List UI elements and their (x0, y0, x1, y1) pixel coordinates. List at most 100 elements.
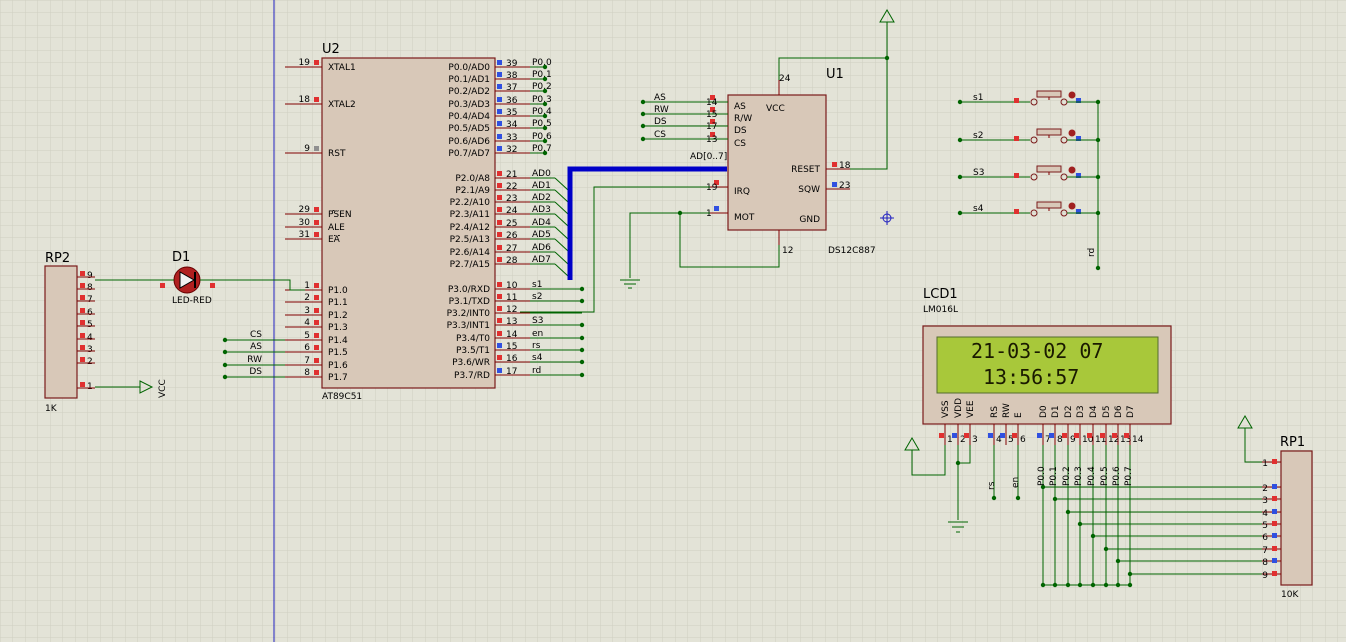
u2-net-label-ad3: AD3 (532, 205, 551, 215)
switch-rd-label: rd (1087, 248, 1097, 257)
lcd-net-p0-4: P0.4 (1087, 466, 1097, 486)
u1-net-label-cs: CS (654, 130, 666, 140)
u2-pin-xtal2: XTAL2 (328, 100, 356, 110)
lcd-pin-num-12: 12 (1108, 435, 1119, 445)
lcd-line-2: 13:56:57 (983, 365, 1079, 389)
lcd-pin-rw: RW (1002, 403, 1012, 418)
rp1-pin-8: 8 (1262, 558, 1268, 568)
cursor-marker (880, 211, 894, 225)
u2-net-label-s4: s4 (532, 353, 543, 363)
u1-pin-rw: R/W (734, 114, 752, 124)
u1-pin-gnd: GND (799, 215, 820, 225)
u2-pin-p22a10: P2.2/A10 (450, 198, 491, 208)
u2-pin-p27a15: P2.7/A15 (450, 260, 490, 270)
lcd-pin-num-14: 14 (1132, 435, 1144, 445)
u1-pin-irq: IRQ (734, 187, 750, 197)
rp1-pin-9: 9 (1262, 571, 1268, 581)
u2-body[interactable] (321, 57, 496, 389)
lcd-pin-vdd: VDD (954, 398, 964, 418)
u2-pin-num-16: 16 (506, 354, 518, 364)
switch-s4[interactable]: s4 (957, 201, 1101, 217)
lcd1-display[interactable]: LCD1 LM016L 21-03-02 07 13:56:57 1VSS2VD… (904, 287, 1262, 588)
rp2-pin-4: 4 (87, 333, 93, 343)
lcd-pin-rs: RS (990, 406, 1000, 418)
u2-pin-num-31: 31 (299, 230, 310, 240)
lcd-part: LM016L (923, 305, 958, 315)
rp2-body[interactable] (44, 265, 78, 399)
u2-pin-p12: P1.2 (328, 311, 348, 321)
lcd-pin-num-4: 4 (996, 435, 1002, 445)
u2-pin-p23a11: P2.3/A11 (450, 210, 490, 220)
u2-pin-p30rxd: P3.0/RXD (448, 285, 490, 295)
lcd-net-p0-7: P0.7 (1124, 466, 1134, 486)
lcd-pin-vss: VSS (941, 400, 951, 418)
u1-net-label-as: AS (654, 93, 666, 103)
u2-net-label-p07: P0.7 (532, 144, 552, 154)
u2-pin-num-38: 38 (506, 71, 518, 81)
u2-pin-num-13: 13 (506, 317, 517, 327)
lcd-pin-d6: D6 (1114, 405, 1124, 418)
switch-s2[interactable]: s2 (957, 128, 1101, 144)
u1-pin-num-1: 1 (706, 209, 712, 219)
u2-pin-num-33: 33 (506, 133, 517, 143)
switch-label-s4: s4 (973, 204, 984, 214)
rp2-ref: RP2 (45, 251, 70, 266)
u2-pin-num-39: 39 (506, 59, 518, 69)
u2-net-label-p02: P0.2 (532, 82, 552, 92)
u2-pin-num-25: 25 (506, 219, 517, 229)
u2-pin-num-28: 28 (506, 256, 518, 266)
switch-s3[interactable]: S3 (957, 165, 1101, 181)
u2-pin-p01ad1: P0.1/AD1 (448, 75, 490, 85)
u2-p1-net-rw: RW (247, 355, 262, 365)
u2-net-label-en: en (532, 329, 543, 339)
d1-led[interactable]: D1 LED-RED (95, 250, 305, 306)
u2-pin-p26a14: P2.6/A14 (450, 248, 491, 258)
ad-bus[interactable] (567, 166, 727, 280)
u2-pin-num-5: 5 (304, 331, 310, 341)
u1-body[interactable] (727, 94, 827, 231)
u1-pin-as: AS (734, 102, 746, 112)
u1-pin-num-12: 12 (782, 246, 793, 256)
u2-net-label-s2: s2 (532, 292, 542, 302)
u2-net-label-p04: P0.4 (532, 107, 552, 117)
lcd-pin-num-1: 1 (947, 435, 953, 445)
u1-pin-num-17: 17 (706, 122, 717, 132)
u1-pin-num-13: 13 (706, 135, 717, 145)
u2-pin-p33int1: P3.3/INT1 (447, 321, 490, 331)
u2-net-label-ad2: AD2 (532, 193, 551, 203)
u2-pin-num-2: 2 (304, 293, 310, 303)
u1-net-label-ds: DS (654, 117, 667, 127)
u1-pin-reset: RESET (791, 165, 820, 175)
lcd-net-p0-2: P0.2 (1062, 466, 1072, 486)
u2-net-label-ad7: AD7 (532, 255, 551, 265)
u2-pin-num-29: 29 (299, 205, 311, 215)
u2-pin-p37rd: P3.7/RD (454, 371, 490, 381)
u2-p1-net-as: AS (250, 342, 262, 352)
u2-net-label-ad1: AD1 (532, 181, 551, 191)
u1-pin-num-19: 19 (706, 183, 718, 193)
lcd-pin-num-9: 9 (1070, 435, 1076, 445)
u2-pin-num-15: 15 (506, 342, 517, 352)
ground-u1[interactable] (520, 186, 780, 313)
u2-net-label-ad5: AD5 (532, 230, 551, 240)
rp1-body[interactable] (1280, 450, 1313, 586)
lcd-pin-num-5: 5 (1008, 435, 1014, 445)
lcd-pin-num-13: 13 (1120, 435, 1131, 445)
u2-net-label-rd: rd (532, 366, 541, 376)
u2-pin-num-30: 30 (299, 218, 311, 228)
rp1-pin-1: 1 (1262, 459, 1268, 469)
u1-net-label-rw: RW (654, 105, 669, 115)
power-terminal-u1[interactable] (778, 9, 895, 170)
u1-pin-num-14: 14 (706, 98, 718, 108)
lcd-pin-e: E (1014, 412, 1024, 418)
lcd-pin-num-7: 7 (1045, 435, 1051, 445)
u2-pin-num-32: 32 (506, 145, 517, 155)
u2-pin-ea: EA (328, 235, 341, 245)
u2-net-label-p06: P0.6 (532, 132, 552, 142)
